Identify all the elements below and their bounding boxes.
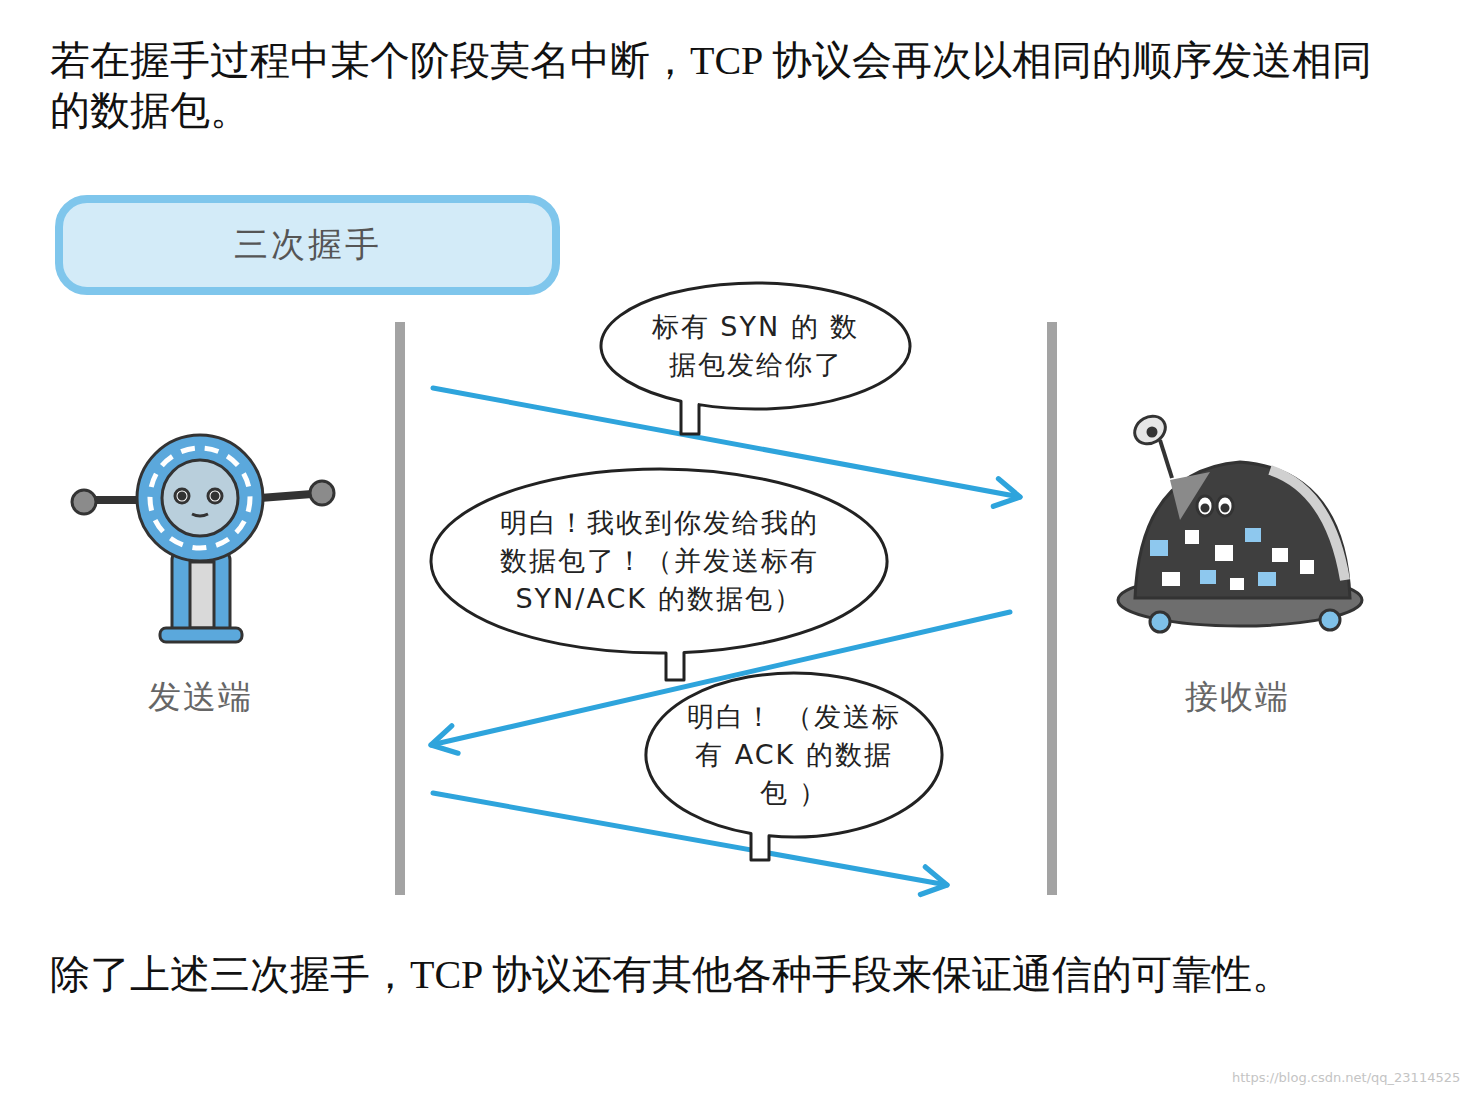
band-title: 三次握手: [234, 222, 382, 268]
receiver-robot: [1118, 411, 1362, 632]
actor-label: 发送端: [60, 675, 340, 720]
bubble-shape: [646, 673, 942, 860]
bubble-shape: [601, 283, 910, 434]
bubble-text: 明白！我收到你发给我的 数据包了！（并发送标有 SYN/ACK 的数据包）: [493, 504, 825, 618]
sender-actor: 发送端: [60, 320, 405, 895]
receiver-timeline: [1047, 322, 1057, 895]
bubble-body: 明白！ （发送标有 ACK 的数据包 ）: [643, 698, 945, 812]
speech-bubble: 明白！我收到你发给我的 数据包了！（并发送标有 SYN/ACK 的数据包）: [428, 466, 890, 656]
bubble-text: 标有 SYN 的 数据包发给你了: [642, 308, 869, 384]
watermark: https://blog.csdn.net/qq_23114525: [1232, 1070, 1482, 1085]
speech-bubble: 明白！ （发送标有 ACK 的数据包 ）: [643, 670, 945, 840]
actor-label: 接收端: [1147, 675, 1327, 720]
sender-timeline: [395, 322, 405, 895]
intro-paragraph: 若在握手过程中某个阶段莫名中断，TCP 协议会再次以相同的顺序发送相同的数据包。: [50, 36, 1380, 136]
sender-robot: [72, 435, 334, 642]
bubble-text: 明白！ （发送标有 ACK 的数据包 ）: [685, 698, 903, 812]
receiver-actor: 接收端: [1047, 320, 1432, 895]
bubble-shape: [431, 469, 887, 680]
bubble-body: 明白！我收到你发给我的 数据包了！（并发送标有 SYN/ACK 的数据包）: [428, 504, 890, 618]
figure-ground: [50, 185, 1375, 915]
closing-paragraph: 除了上述三次握手，TCP 协议还有其他各种手段来保证通信的可靠性。: [50, 950, 1340, 1000]
title-band: 三次握手: [55, 195, 560, 295]
bubble-body: 标有 SYN 的 数据包发给你了: [598, 308, 913, 384]
speech-bubble: 标有 SYN 的 数据包发给你了: [598, 280, 913, 412]
